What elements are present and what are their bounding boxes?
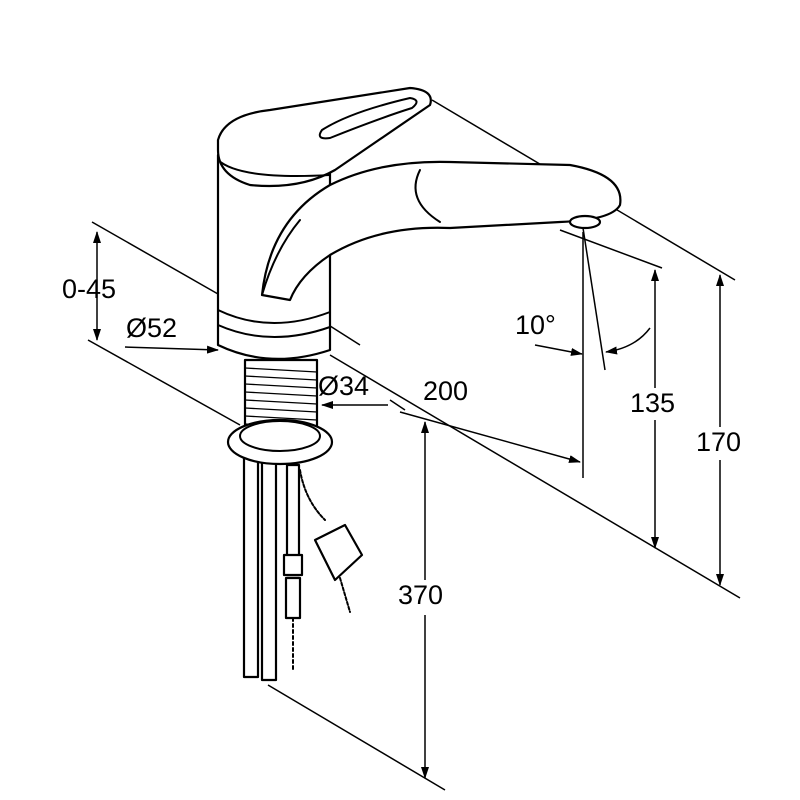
dimension-hose-length: 370: [398, 580, 444, 611]
dimension-spout-reach: 200: [423, 376, 469, 406]
dimension-mounting-range: 0-45: [62, 274, 117, 304]
dimension-body-diameter: Ø52: [126, 313, 178, 343]
lever-handle: [216, 86, 432, 188]
threaded-shank: [226, 358, 334, 466]
pull-out-spout: [260, 160, 622, 302]
dimension-shank-diameter: Ø34: [318, 371, 370, 401]
supply-pipes: [242, 453, 364, 682]
dimension-outlet-height: 135: [630, 388, 676, 419]
dimension-overall-height: 170: [696, 427, 742, 458]
dimension-swivel-angle: 10°: [515, 310, 556, 340]
